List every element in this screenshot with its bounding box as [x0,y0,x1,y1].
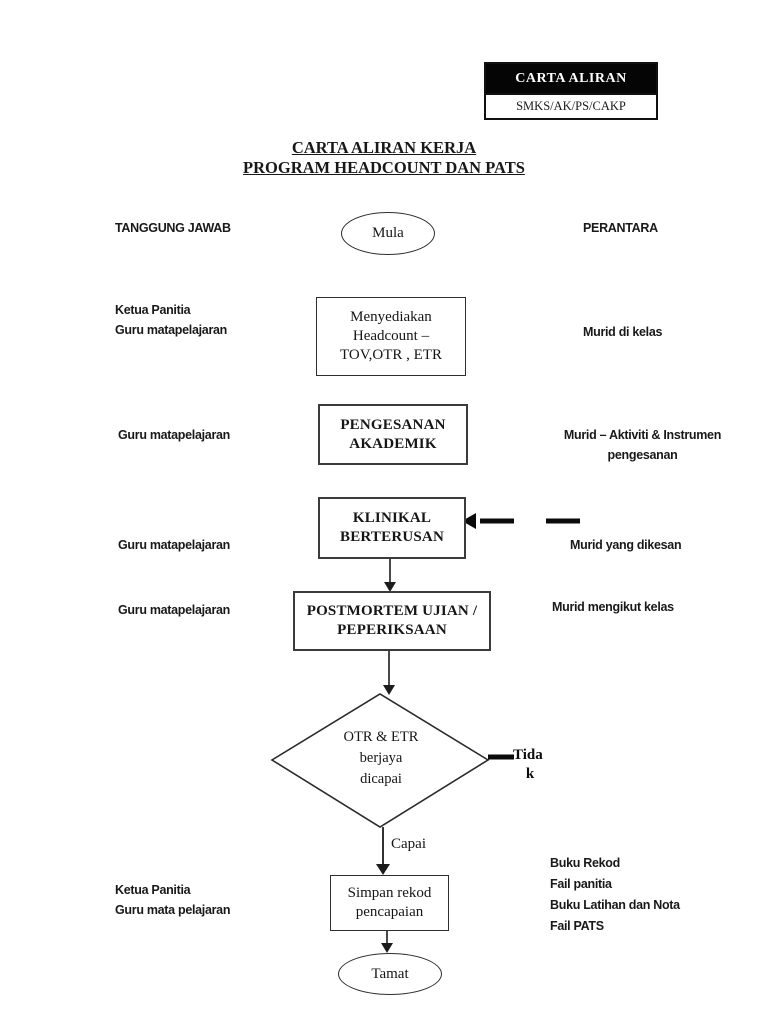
column-header-right: PERANTARA [583,221,658,235]
flow-box1-line3: TOV,OTR , ETR [340,347,442,363]
flow-box-menyediakan-headcount: Menyediakan Headcount – TOV,OTR , ETR [316,297,466,376]
flow-start-label: Mula [372,225,404,241]
right-label-row2: Murid – Aktiviti & Instrumen pengesanan [540,425,745,465]
left-label-row5: Ketua Panitia Guru mata pelajaran [115,880,230,920]
flow-box4-line1: POSTMORTEM UJIAN / [306,603,478,619]
stamp-code: SMKS/AK/PS/CAKP [486,93,656,118]
right-row5-line4: Fail PATS [550,919,604,933]
left-row5-line2: Guru mata pelajaran [115,903,231,917]
left-label-row3: Guru matapelajaran [118,538,231,552]
right-row2-line1: Murid – Aktiviti & Instrumen [563,428,722,442]
flow-box5-line1: Simpan rekod [347,885,432,901]
left-label-row2: Guru matapelajaran [118,428,231,442]
flow-box-pengesanan-akademik: PENGESANAN AKADEMIK [318,404,468,465]
flow-box1-line1: Menyediakan [350,309,432,325]
flow-box-simpan-rekod: Simpan rekod pencapaian [330,875,449,931]
flow-box4-line2: PEPERIKSAAN [337,622,447,638]
flow-decision-line1: OTR & ETR [343,729,419,745]
right-row2-line2: pengesanan [607,448,678,462]
branch-no-line2: k [525,766,535,782]
stamp-title: CARTA ALIRAN [486,64,656,93]
flow-start-oval: Mula [341,212,435,255]
flow-decision-label: OTR & ETR berjaya dicapai [320,727,442,790]
page-title-line1: CARTA ALIRAN KERJA [291,138,477,157]
page-title-line2: PROGRAM HEADCOUNT DAN PATS [243,158,525,177]
flow-decision-line3: dicapai [360,771,402,787]
flow-box-klinikal-berterusan: KLINIKAL BERTERUSAN [318,497,466,559]
right-label-row1: Murid di kelas [583,325,663,339]
left-row1-line1: Ketua Panitia [115,303,191,317]
flow-box1-line2: Headcount – [352,328,430,344]
right-row5-line3: Buku Latihan dan Nota [550,898,680,912]
stamp-box: CARTA ALIRAN SMKS/AK/PS/CAKP [484,62,658,120]
flow-box3-line1: KLINIKAL [352,510,432,526]
right-label-row4: Murid mengikut kelas [552,600,674,614]
branch-yes-label: Capai [391,836,426,852]
page-title: CARTA ALIRAN KERJA PROGRAM HEADCOUNT DAN… [184,138,584,178]
flow-end-oval: Tamat [338,953,442,995]
left-label-row4: Guru matapelajaran [118,603,231,617]
branch-no-label: Tida k [513,746,549,784]
flow-box3-line2: BERTERUSAN [340,529,444,545]
right-row5-line1: Buku Rekod [550,856,620,870]
branch-no-line1: Tida [513,747,543,763]
flow-box2-line2: AKADEMIK [349,435,437,452]
left-row5-line1: Ketua Panitia [115,883,191,897]
column-header-left: TANGGUNG JAWAB [115,221,231,235]
left-label-row1: Ketua Panitia Guru matapelajaran [115,300,227,340]
right-label-row5: Buku Rekod Fail panitia Buku Latihan dan… [550,853,680,937]
left-row1-line2: Guru matapelajaran [115,323,228,337]
flow-end-label: Tamat [371,965,409,982]
right-label-row3: Murid yang dikesan [570,538,682,552]
flow-box2-line1: PENGESANAN [340,416,446,433]
flow-box5-line2: pencapaian [355,904,424,920]
flow-box-postmortem: POSTMORTEM UJIAN / PEPERIKSAAN [293,591,491,651]
flow-decision-line2: berjaya [359,750,403,766]
right-row5-line2: Fail panitia [550,877,612,891]
